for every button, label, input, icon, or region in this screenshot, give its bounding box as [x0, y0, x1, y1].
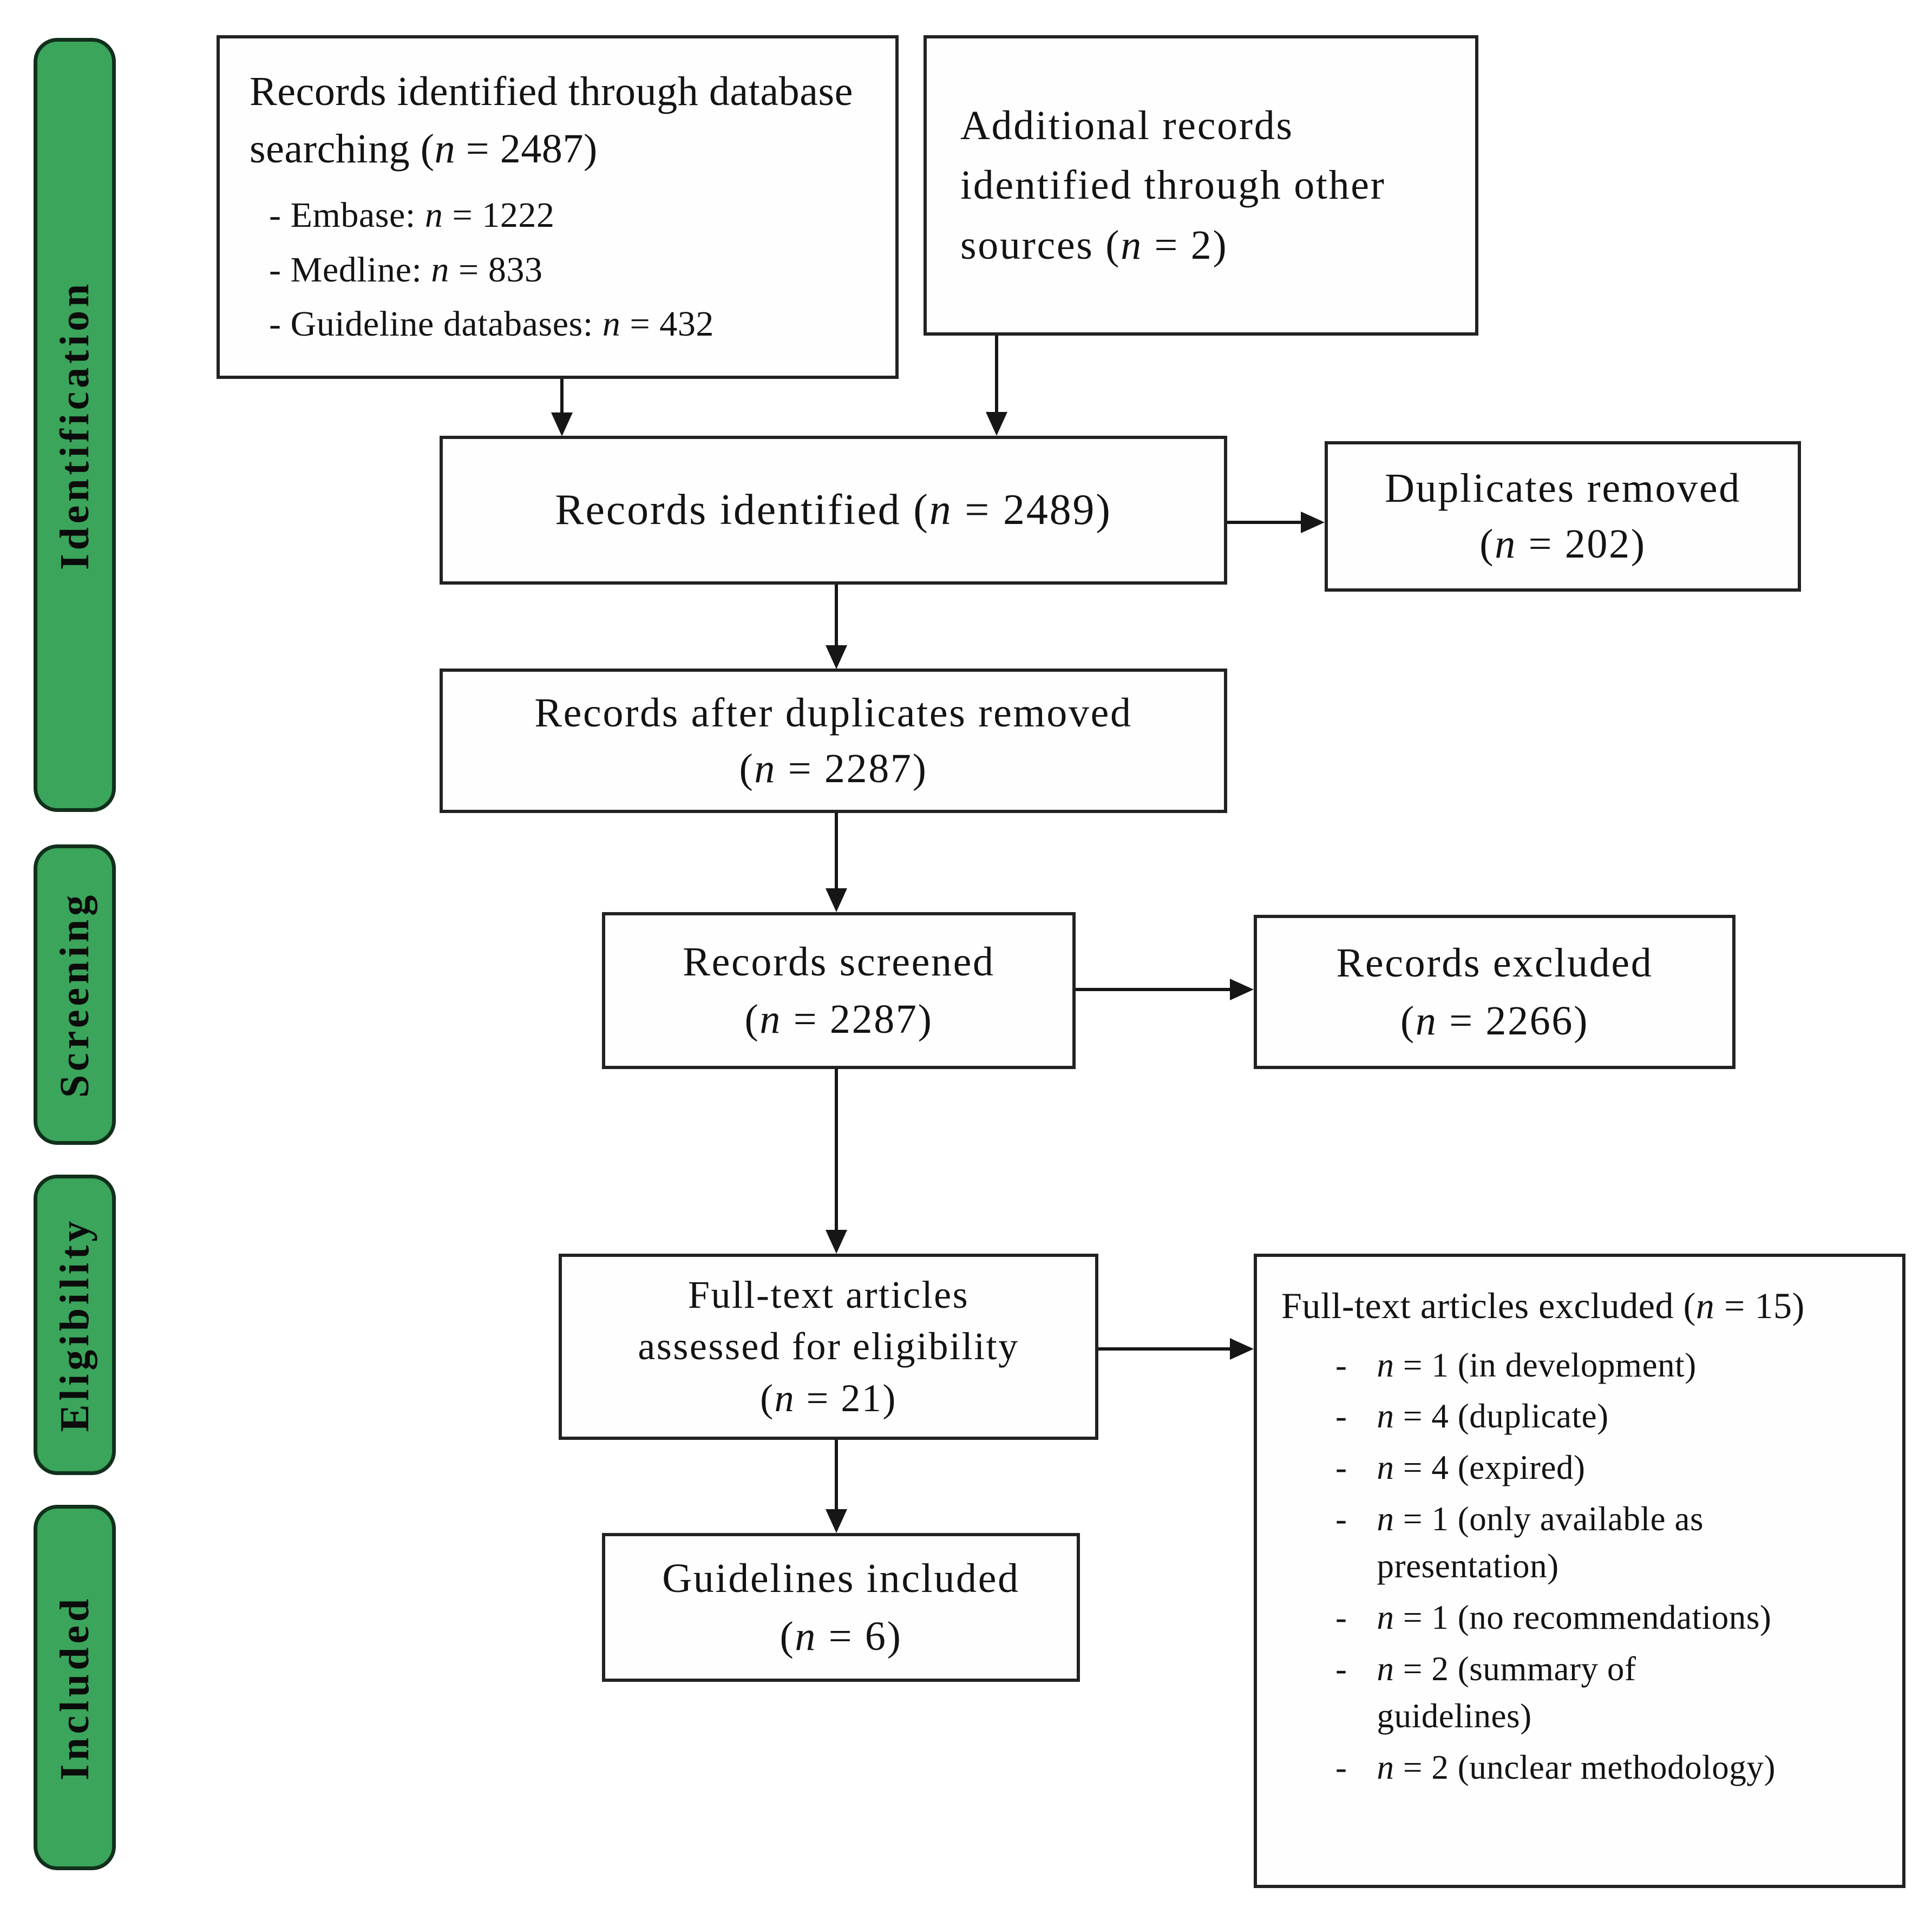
stage-label-included: Included: [51, 1595, 97, 1780]
box-duplicates-removed: Duplicates removed (n = 202): [1325, 441, 1801, 592]
arrowhead-afterdup-to-screened: [826, 888, 847, 912]
box-other-sources-text: Additional records identified through ot…: [960, 103, 1386, 268]
box-guidelines-included-line1: Guidelines included: [662, 1556, 1020, 1602]
box-records-excluded-line2: (n = 2266): [1400, 998, 1589, 1044]
stage-label-screening: Screening: [51, 891, 97, 1098]
list-item-text: n = 1 (only available as presentation): [1377, 1500, 1704, 1585]
box-duplicates-removed-line1: Duplicates removed: [1385, 466, 1741, 512]
box-fulltext-excluded: Full-text articles excluded (n = 15) -n …: [1254, 1254, 1905, 1888]
arrow-line-identified-to-afterdup: [835, 585, 838, 647]
list-item: -n = 4 (expired): [1335, 1444, 1878, 1491]
list-item-text: n = 1 (no recommendations): [1377, 1598, 1772, 1637]
arrow-line-database-to-identified: [560, 379, 564, 414]
arrow-line-afterdup-to-screened: [835, 813, 838, 890]
list-item: - Guideline databases: n = 432: [269, 304, 714, 344]
box-database-search: Records identified through database sear…: [217, 35, 899, 379]
box-duplicates-removed-line2: (n = 202): [1479, 521, 1646, 567]
list-item: -n = 2 (summary of guidelines): [1335, 1646, 1878, 1740]
dash-marker: -: [1335, 1748, 1347, 1787]
box-database-search-list: - Embase: n = 1222 - Medline: n = 833 - Gu…: [269, 188, 866, 351]
box-records-identified-text: Records identified (n = 2489): [555, 486, 1112, 534]
box-records-screened: Records screened (n = 2287): [602, 912, 1076, 1069]
box-fulltext-assessed-line3: (n = 21): [760, 1376, 897, 1420]
arrowhead-identified-to-duplicates: [1301, 512, 1325, 533]
list-item-text: n = 4 (duplicate): [1377, 1397, 1609, 1436]
box-fulltext-assessed-line1: Full-text articles: [687, 1273, 970, 1317]
arrow-line-screened-to-fulltext: [835, 1069, 838, 1231]
dash-marker: -: [1335, 1346, 1347, 1384]
dash-marker: -: [1335, 1650, 1347, 1688]
arrowhead-database-to-identified: [551, 412, 573, 436]
box-fulltext-excluded-list: -n = 1 (in development)-n = 4 (duplicate…: [1335, 1338, 1878, 1791]
stage-bar-identification: Identification: [34, 38, 116, 812]
arrow-line-other-to-identified: [995, 336, 998, 414]
box-after-duplicates-line2: (n = 2287): [739, 745, 928, 791]
arrow-line-fulltext-to-included: [835, 1440, 838, 1510]
box-records-screened-line2: (n = 2287): [744, 997, 933, 1042]
list-item: -n = 1 (in development): [1335, 1342, 1878, 1389]
box-fulltext-excluded-title: Full-text articles excluded (n = 15): [1281, 1285, 1805, 1326]
list-item: -n = 1 (only available as presentation): [1335, 1496, 1878, 1590]
stage-label-eligibility: Eligibility: [51, 1217, 97, 1432]
list-item-text: n = 2 (summary of guidelines): [1377, 1650, 1636, 1735]
box-records-identified: Records identified (n = 2489): [440, 436, 1227, 585]
arrowhead-identified-to-afterdup: [826, 645, 847, 669]
stage-bar-eligibility: Eligibility: [34, 1175, 116, 1475]
dash-marker: -: [1335, 1449, 1347, 1487]
stage-label-identification: Identification: [51, 280, 97, 570]
box-records-screened-line1: Records screened: [683, 939, 995, 985]
arrow-line-identified-to-duplicates: [1227, 521, 1303, 524]
list-item: - Medline: n = 833: [269, 250, 543, 290]
list-item-text: n = 4 (expired): [1377, 1449, 1586, 1487]
dash-marker: -: [1335, 1500, 1347, 1538]
arrow-line-screened-to-excluded: [1076, 988, 1232, 991]
dash-marker: -: [1335, 1397, 1347, 1436]
box-after-duplicates: Records after duplicates removed (n = 22…: [440, 669, 1227, 813]
arrowhead-fulltext-to-included: [826, 1509, 847, 1533]
list-item-text: n = 2 (unclear methodology): [1377, 1748, 1776, 1787]
stage-bar-included: Included: [34, 1505, 116, 1870]
list-item: - Embase: n = 1222: [269, 195, 555, 235]
arrowhead-other-to-identified: [986, 412, 1007, 436]
arrowhead-screened-to-fulltext: [826, 1230, 847, 1254]
stage-bar-screening: Screening: [34, 844, 116, 1145]
box-fulltext-assessed: Full-text articles assessed for eligibil…: [559, 1254, 1098, 1440]
arrowhead-screened-to-excluded: [1230, 979, 1254, 1000]
box-after-duplicates-line1: Records after duplicates removed: [534, 690, 1132, 736]
list-item: -n = 2 (unclear methodology): [1335, 1744, 1878, 1791]
list-item: -n = 1 (no recommendations): [1335, 1594, 1878, 1641]
dash-marker: -: [1335, 1598, 1347, 1637]
box-guidelines-included: Guidelines included (n = 6): [602, 1533, 1080, 1682]
box-records-excluded: Records excluded (n = 2266): [1254, 915, 1735, 1069]
box-guidelines-included-line2: (n = 6): [780, 1613, 902, 1659]
box-fulltext-assessed-line2: assessed for eligibility: [638, 1325, 1019, 1368]
box-other-sources: Additional records identified through ot…: [924, 35, 1478, 336]
arrowhead-fulltext-to-ftexcluded: [1230, 1338, 1254, 1360]
list-item: -n = 4 (duplicate): [1335, 1393, 1878, 1440]
list-item-text: n = 1 (in development): [1377, 1346, 1697, 1384]
box-database-search-title: Records identified through database sear…: [250, 68, 853, 172]
box-records-excluded-line1: Records excluded: [1336, 940, 1653, 986]
arrow-line-fulltext-to-ftexcluded: [1098, 1347, 1232, 1351]
